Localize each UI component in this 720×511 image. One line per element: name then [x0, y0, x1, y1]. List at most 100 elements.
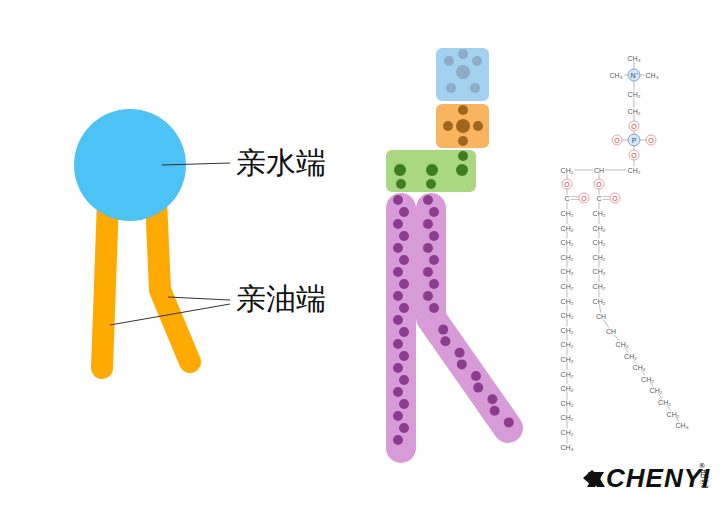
atom-ball	[440, 336, 450, 346]
fatty-acid-boxes	[401, 208, 508, 448]
atom-label: CH₂	[560, 414, 575, 421]
atom-ring	[562, 179, 572, 189]
atom-ball	[470, 83, 480, 93]
atom-label: CH₂	[592, 283, 607, 290]
atom-label: CH₂	[632, 364, 647, 371]
atom-ball	[455, 348, 465, 358]
logo-text: 臣艺	[700, 470, 709, 490]
atom-label: CH₂	[560, 210, 575, 217]
atom-label: C	[563, 195, 570, 202]
atom-ball	[444, 56, 454, 66]
atom-ball	[393, 363, 403, 373]
atom-ball	[457, 359, 467, 369]
atom-ball	[429, 303, 439, 313]
atom-label: P	[631, 137, 638, 144]
atom-ring	[628, 69, 640, 81]
atom-label: CH₂	[560, 268, 575, 275]
atom-label: CH₂	[627, 91, 642, 98]
atom-ball	[487, 394, 497, 404]
atom-label: CH₂	[592, 268, 607, 275]
atom-ball	[393, 435, 403, 445]
phosphate-box	[436, 104, 489, 148]
leader-lines	[110, 163, 230, 325]
atom-ball	[399, 423, 409, 433]
atom-label: CH₂	[640, 375, 655, 382]
atom-ball	[393, 339, 403, 349]
atom-ball	[399, 375, 409, 385]
atom-rings	[562, 69, 656, 203]
atom-label: O	[630, 123, 637, 130]
atom-label: O	[595, 181, 602, 188]
atom-label: CH₃	[609, 72, 624, 79]
atom-ball	[423, 219, 433, 229]
atom-ball	[396, 179, 406, 189]
logo-text: ®	[699, 463, 706, 470]
atom-balls	[393, 49, 514, 445]
atom-label: CH₂	[560, 167, 575, 174]
atom-label: O	[647, 137, 654, 144]
atom-ring	[629, 121, 639, 131]
atom-label: CH₂	[560, 239, 575, 246]
atom-ball	[438, 325, 448, 335]
atom-label: CH₂	[592, 224, 607, 231]
atom-label: CH₂	[592, 239, 607, 246]
atom-ring	[629, 150, 639, 160]
atom-ball	[393, 315, 403, 325]
atom-label: CH₂	[560, 341, 575, 348]
atom-label: CH₂	[560, 312, 575, 319]
atom-ball	[429, 255, 439, 265]
atom-ball	[472, 56, 482, 66]
atom-ball	[399, 279, 409, 289]
atom-ball	[399, 327, 409, 337]
atom-ball	[423, 291, 433, 301]
atom-label: CH₃	[560, 444, 575, 451]
atom-label: CH₂	[560, 326, 575, 333]
atom-ball	[393, 291, 403, 301]
atom-label: CH₂	[560, 370, 575, 377]
atom-label: CH₂	[560, 385, 575, 392]
atom-ball	[399, 303, 409, 313]
atom-label: CH₂	[627, 108, 642, 115]
atom-label: CH₂	[560, 356, 575, 363]
atom-ball	[426, 179, 436, 189]
formula-bonds	[567, 58, 682, 447]
atom-ball	[394, 164, 406, 176]
atom-ball	[446, 83, 456, 93]
atom-ball	[456, 164, 468, 176]
atom-label: CH₂	[560, 399, 575, 406]
atom-label: CH₂	[592, 210, 607, 217]
atom-label: CH₃	[645, 72, 660, 79]
atom-ball	[458, 136, 468, 146]
atom-ball	[399, 207, 409, 217]
lipophilic-tails	[102, 200, 190, 368]
atom-ball	[429, 207, 439, 217]
atom-ball	[458, 49, 468, 59]
glycerol-box	[386, 150, 476, 192]
atom-label: CH₂	[627, 167, 642, 174]
logo-text: CHENYI	[606, 465, 710, 491]
atom-ball	[473, 121, 483, 131]
atom-label: O	[611, 195, 618, 202]
atom-ball	[458, 151, 468, 161]
atom-label: CH₃	[675, 422, 690, 429]
atom-ring	[579, 193, 589, 203]
atom-ball	[458, 105, 468, 115]
atom-label: CH₂	[623, 352, 638, 359]
atom-label: CH₂	[657, 399, 672, 406]
atom-ball	[423, 267, 433, 277]
atom-ball	[456, 119, 470, 133]
atom-ring	[646, 135, 656, 145]
atom-ball	[504, 417, 514, 427]
atom-label: C	[595, 195, 602, 202]
atom-label: CH₃	[627, 55, 642, 62]
atom-ball	[456, 65, 470, 79]
atom-ball	[423, 243, 433, 253]
choline-box	[436, 48, 489, 101]
atom-label: CH₂	[560, 253, 575, 260]
atom-ball	[426, 164, 438, 176]
atom-label: CH₂	[560, 297, 575, 304]
atom-label: CH₂	[592, 297, 607, 304]
atom-label: O	[580, 195, 587, 202]
atom-ring	[628, 134, 640, 146]
part-label: 亲水端	[236, 148, 326, 178]
